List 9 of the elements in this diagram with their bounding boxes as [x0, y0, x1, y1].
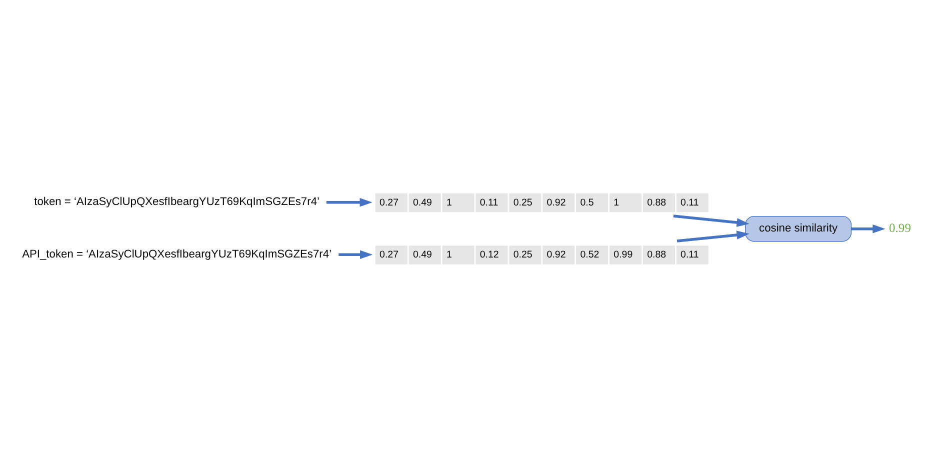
arrow: [852, 224, 886, 233]
node-text: 0.99: [889, 220, 911, 234]
arrow: [338, 250, 373, 259]
arrow: [676, 230, 750, 242]
node-text: token = ‘AIzaSyClUpQXesfIbeargYUzT69KqImSGZEs7r4’: [34, 196, 320, 208]
node-box: cosine similarity: [745, 215, 852, 242]
node-text: API_token = ‘AIzaSyClUpQXesfIbeargYUzT69KqImSGZEs7r4’: [22, 248, 332, 260]
arrow: [326, 197, 372, 206]
arrow: [673, 214, 750, 226]
